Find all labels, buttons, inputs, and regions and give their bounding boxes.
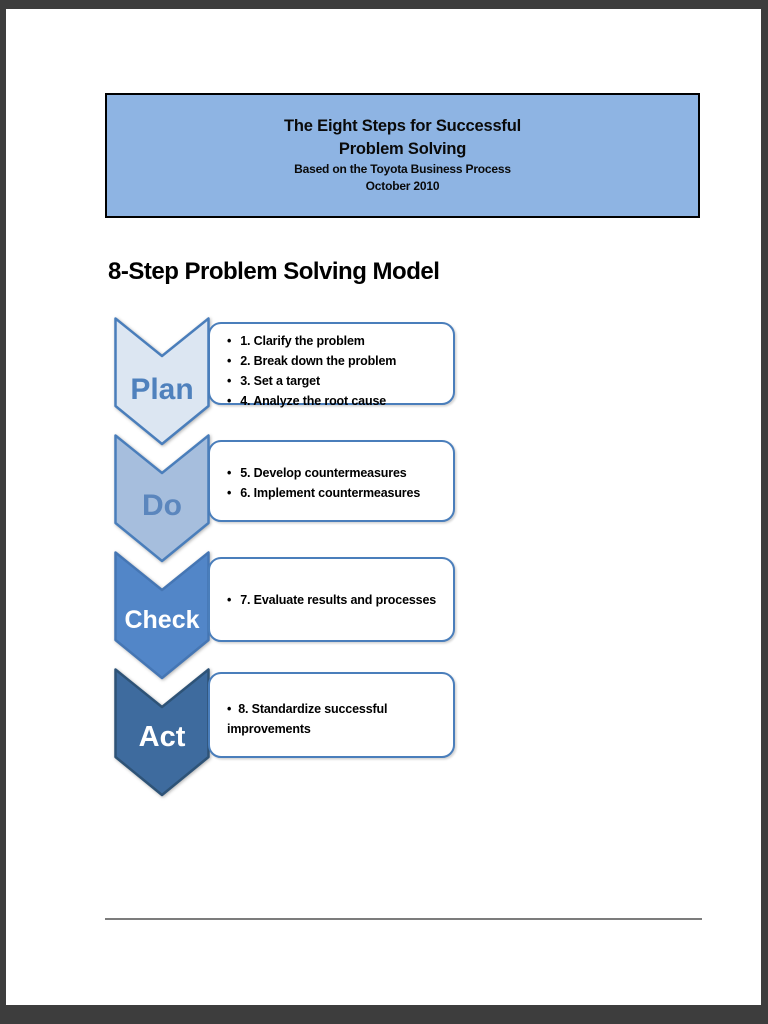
bullet-dot: •	[227, 486, 232, 500]
chevron-shape	[114, 317, 210, 446]
bullet-text: 1. Clarify the problem	[240, 334, 365, 348]
title-subtitle: Based on the Toyota Business Process	[294, 162, 511, 176]
bullet-item: • 6. Implement countermeasures	[227, 483, 447, 503]
bullet-dot: •	[227, 593, 232, 607]
step-box-check: • 7. Evaluate results and processes	[208, 557, 455, 642]
bullet-item: • 1. Clarify the problem	[227, 331, 447, 351]
chevron-label: Plan	[130, 373, 193, 406]
bullet-item: •8. Standardize successful improvements	[227, 699, 419, 739]
step-box-plan: • 1. Clarify the problem • 2. Break down th…	[208, 322, 455, 408]
chevron-plan: Plan	[114, 317, 210, 446]
bullet-item: • 5. Develop countermeasures	[227, 463, 447, 483]
footer-divider	[105, 918, 702, 920]
bullet-dot: •	[227, 466, 232, 480]
title-line-1: The Eight Steps for Successful	[284, 117, 521, 135]
bullet-item: • 3. Set a target	[227, 371, 447, 391]
bullet-dot: •	[227, 334, 232, 348]
bullet-dot: •	[227, 354, 232, 368]
chevron-do: Do	[114, 434, 210, 563]
viewer-frame-top	[0, 0, 768, 9]
bullet-dot: •	[227, 394, 232, 408]
chevron-label: Do	[142, 489, 182, 522]
bullet-list: •8. Standardize successful improvements	[210, 674, 453, 739]
title-line-2: Problem Solving	[338, 140, 467, 158]
chevron-act: Act	[114, 668, 210, 797]
bullet-text: 5. Develop countermeasures	[240, 466, 407, 480]
bullet-text: 7. Evaluate results and processes	[240, 593, 437, 607]
chevron-label: Check	[124, 606, 199, 634]
viewer-frame-right	[761, 0, 768, 1024]
bullet-text: 3. Set a target	[240, 374, 320, 388]
title-date: October 2010	[365, 179, 440, 193]
document-title-box: The Eight Steps for Successful Problem S…	[105, 93, 700, 218]
bullet-list: • 1. Clarify the problem • 2. Break down th…	[210, 324, 453, 411]
bullet-list: • 7. Evaluate results and processes	[210, 559, 453, 610]
bullet-text: 2. Break down the problem	[240, 354, 397, 368]
step-box-do: • 5. Develop countermeasures • 6. Implement…	[208, 440, 455, 522]
viewer-frame-bottom	[0, 1005, 768, 1024]
page-title: 8-Step Problem Solving Model	[108, 258, 440, 285]
chevron-shape	[114, 551, 210, 680]
bullet-item: • 4. Analyze the root cause	[227, 391, 447, 411]
chevron-label: Act	[139, 721, 186, 753]
bullet-item: • 7. Evaluate results and processes	[227, 590, 447, 610]
chevron-check: Check	[114, 551, 210, 680]
chevron-shape	[114, 434, 210, 563]
bullet-dot: •	[227, 702, 232, 716]
bullet-text: 4. Analyze the root cause	[240, 394, 387, 408]
bullet-text: 8. Standardize successful improvements	[227, 702, 388, 736]
bullet-text: 6. Implement countermeasures	[240, 486, 421, 500]
viewer-frame-left	[0, 0, 6, 1024]
bullet-dot: •	[227, 374, 232, 388]
bullet-item: • 2. Break down the problem	[227, 351, 447, 371]
bullet-list: • 5. Develop countermeasures • 6. Implement…	[210, 442, 453, 503]
step-box-act: •8. Standardize successful improvements	[208, 672, 455, 758]
chevron-shape	[114, 668, 210, 797]
